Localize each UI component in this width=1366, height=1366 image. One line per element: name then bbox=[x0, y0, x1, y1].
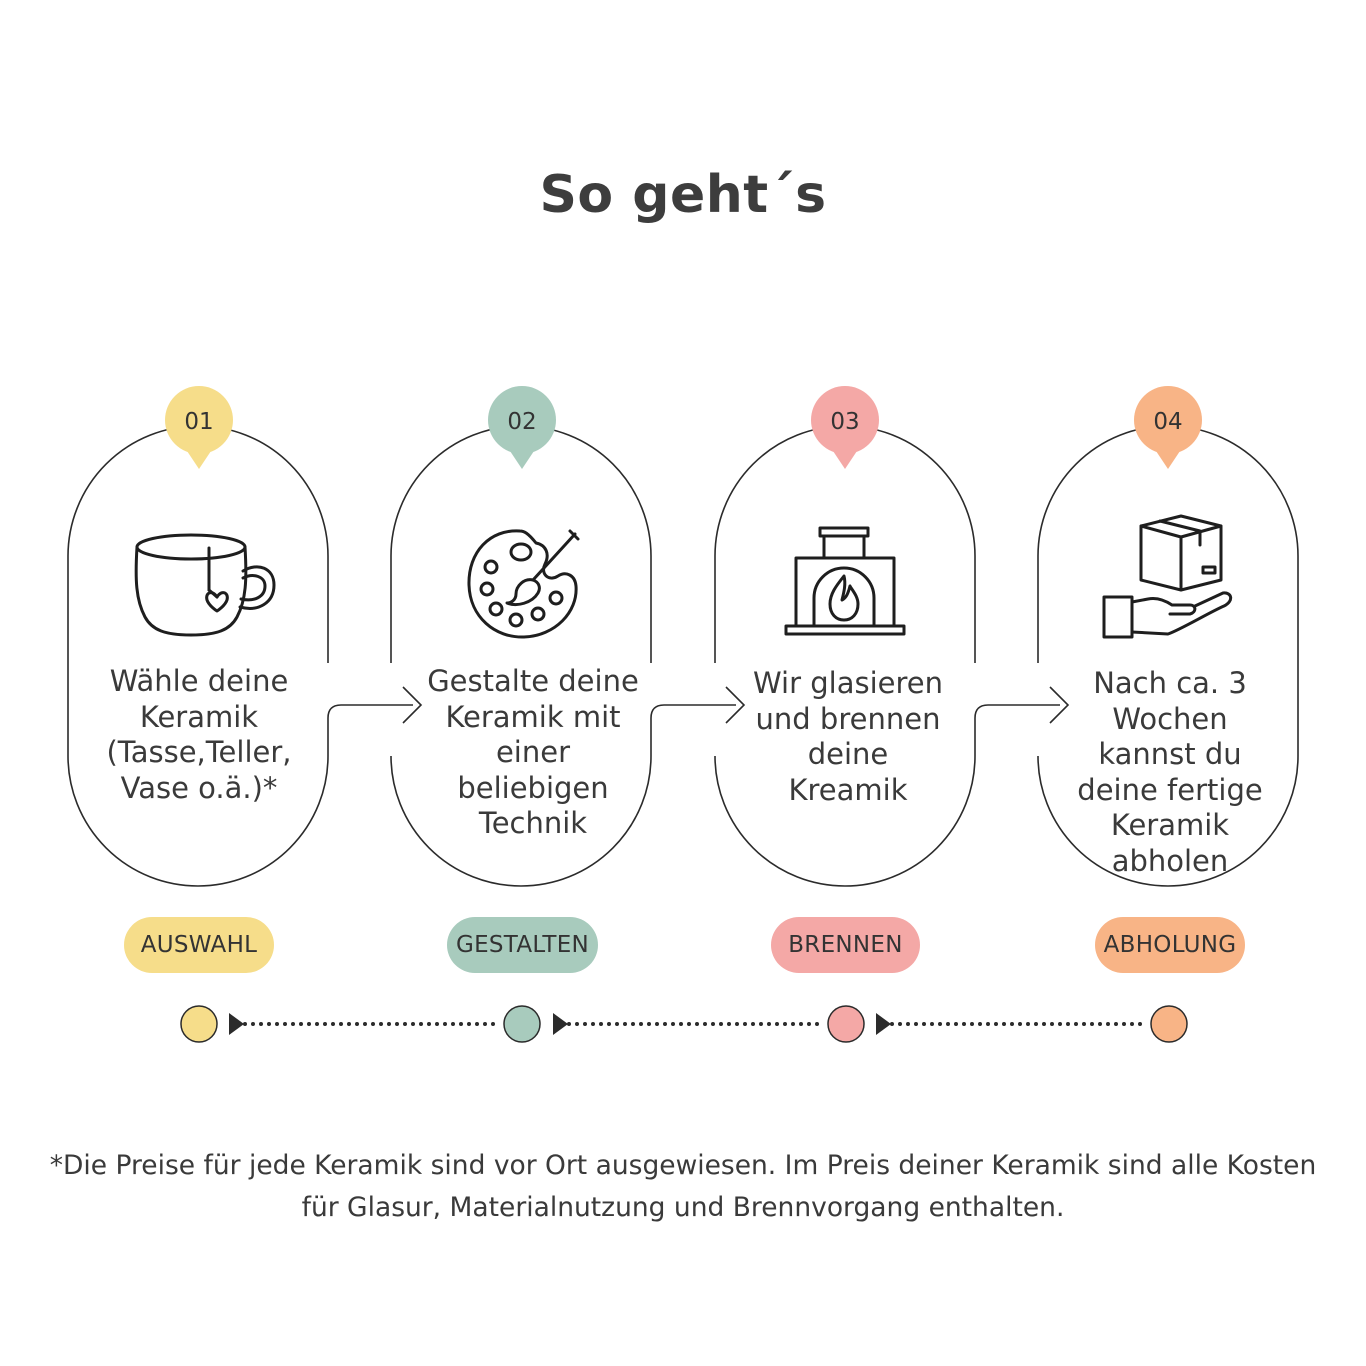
badge-number-02: 02 bbox=[507, 409, 536, 435]
mug-icon bbox=[134, 533, 276, 637]
hand-box-icon bbox=[1102, 514, 1233, 639]
connector-arrow-3 bbox=[1049, 686, 1070, 724]
palette-icon bbox=[467, 529, 580, 639]
timeline-node-3 bbox=[827, 1005, 865, 1043]
badge-03: 03 bbox=[811, 386, 879, 469]
timeline-dots-1 bbox=[243, 1022, 495, 1026]
badge-04: 04 bbox=[1134, 386, 1202, 469]
step-2-text: Gestalte deine Keramik mit einer beliebi… bbox=[427, 664, 639, 840]
timeline-arrow-2 bbox=[553, 1013, 568, 1035]
timeline-node-1 bbox=[180, 1005, 218, 1043]
timeline-dots-2 bbox=[567, 1022, 819, 1026]
stage-pill-gestalten: GESTALTEN bbox=[447, 917, 598, 973]
step-1-text: Wähle deine Keramik (Tasse,Teller, Vase … bbox=[106, 664, 292, 805]
connector-arrow-1 bbox=[402, 686, 423, 724]
badge-02: 02 bbox=[488, 386, 556, 469]
connector-arrow-2 bbox=[725, 686, 746, 724]
badge-number-01: 01 bbox=[184, 409, 213, 435]
price-footnote: *Die Preise für jede Keramik sind vor Or… bbox=[49, 1150, 1317, 1223]
stage-pill-auswahl: AUSWAHL bbox=[124, 917, 274, 973]
stage-pill-abholung: ABHOLUNG bbox=[1095, 917, 1245, 973]
stage-pill-brennen: BRENNEN bbox=[771, 917, 920, 973]
badge-number-04: 04 bbox=[1153, 409, 1182, 435]
page-title: So geht´s bbox=[539, 165, 827, 225]
timeline-node-2 bbox=[503, 1005, 541, 1043]
step-3-text: Wir glasieren und brennen deine Kreamik bbox=[753, 666, 943, 807]
badge-number-03: 03 bbox=[830, 409, 859, 435]
step-3-outline bbox=[714, 425, 1060, 887]
timeline-arrow-1 bbox=[229, 1013, 244, 1035]
timeline bbox=[180, 1005, 1188, 1043]
badge-01: 01 bbox=[165, 386, 233, 469]
step-badges: 01 02 03 04 bbox=[165, 386, 1202, 469]
timeline-node-4 bbox=[1150, 1005, 1188, 1043]
timeline-dots-3 bbox=[890, 1022, 1142, 1026]
timeline-arrow-3 bbox=[876, 1013, 891, 1035]
kiln-fire-icon bbox=[784, 526, 906, 636]
step-4-text: Nach ca. 3 Wochen kannst du deine fertig… bbox=[1077, 666, 1263, 878]
step-1-outline bbox=[67, 425, 413, 887]
